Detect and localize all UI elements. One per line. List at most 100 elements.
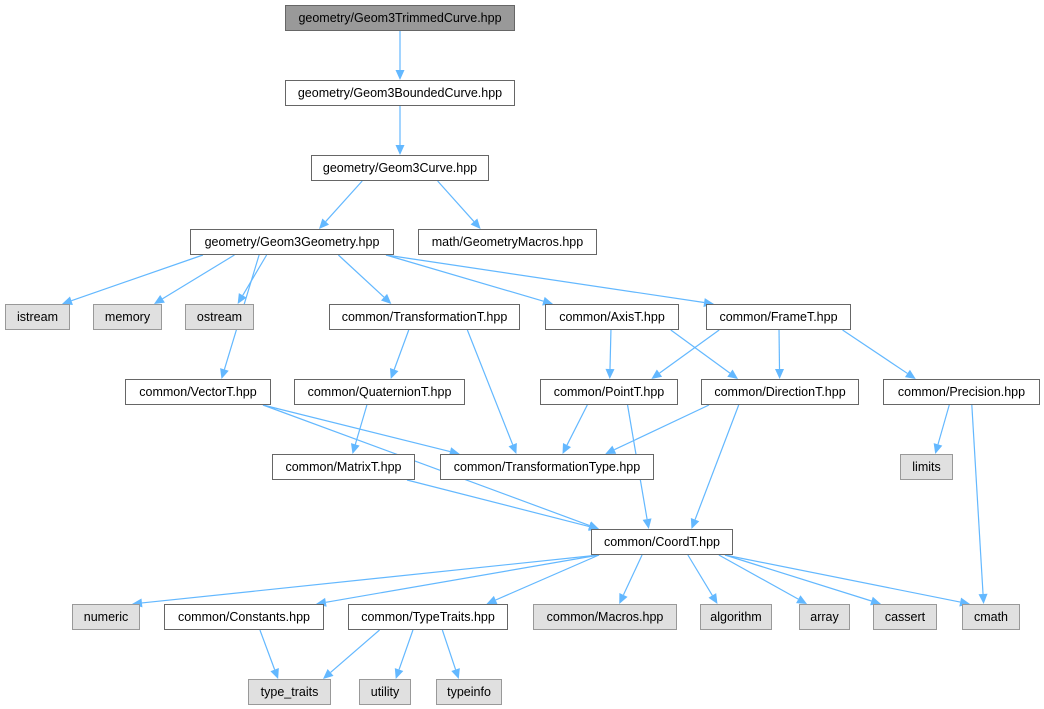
edge-prec-to-limits: [937, 404, 950, 445]
node-dirT[interactable]: common/DirectionT.hpp: [701, 379, 859, 405]
arrowhead-icon: [380, 293, 392, 304]
edge-coordT-to-consts: [325, 554, 600, 603]
node-coordT[interactable]: common/CoordT.hpp: [591, 529, 733, 555]
arrowhead-icon: [775, 368, 785, 379]
edge-transT-to-ttype: [466, 329, 514, 445]
node-numeric: numeric: [72, 604, 140, 630]
arrowhead-icon: [978, 593, 988, 604]
node-matT[interactable]: common/MatrixT.hpp: [272, 454, 415, 480]
node-array: array: [799, 604, 850, 630]
edge-frameT-to-pointT: [659, 329, 720, 374]
arrowhead-icon: [486, 595, 498, 605]
arrowhead-icon: [870, 596, 881, 606]
node-gmacros[interactable]: math/GeometryMacros.hpp: [418, 229, 597, 255]
edge-curve-to-gmacros: [437, 180, 475, 222]
edge-matT-to-coordT: [406, 479, 590, 528]
node-consts[interactable]: common/Constants.hpp: [164, 604, 324, 630]
edge-vectorT-to-coordT: [262, 404, 590, 527]
arrowhead-icon: [395, 70, 405, 80]
edge-coordT-to-algorithm: [687, 554, 713, 596]
edge-consts-to-type_traits: [259, 629, 276, 670]
edge-coordT-to-cmath: [724, 554, 961, 603]
edge-dirT-to-ttype: [614, 404, 710, 451]
arrowhead-icon: [323, 669, 334, 679]
node-utility: utility: [359, 679, 411, 705]
arrowhead-icon: [904, 369, 916, 379]
node-vectorT[interactable]: common/VectorT.hpp: [125, 379, 271, 405]
node-transT[interactable]: common/TransformationT.hpp: [329, 304, 520, 330]
arrowhead-icon: [389, 368, 399, 379]
edge-geometry-to-ostream: [242, 254, 268, 296]
edge-traits-to-utility: [398, 629, 414, 670]
arrowhead-icon: [796, 595, 807, 604]
node-curve[interactable]: geometry/Geom3Curve.hpp: [311, 155, 489, 181]
edge-transT-to-quatT: [393, 329, 410, 370]
edge-axisT-to-dirT: [670, 329, 731, 374]
node-traits[interactable]: common/TypeTraits.hpp: [348, 604, 508, 630]
arrowhead-icon: [270, 668, 279, 679]
node-cmath: cmath: [962, 604, 1020, 630]
edge-coordT-to-array: [718, 554, 799, 600]
edge-traits-to-typeinfo: [441, 629, 457, 670]
arrowhead-icon: [605, 368, 615, 379]
arrowhead-icon: [470, 218, 481, 229]
arrowhead-icon: [933, 443, 943, 454]
node-prec[interactable]: common/Precision.hpp: [883, 379, 1040, 405]
node-limits: limits: [900, 454, 953, 480]
node-ostream: ostream: [185, 304, 254, 330]
node-algorithm: algorithm: [700, 604, 772, 630]
edge-traits-to-type_traits: [330, 629, 380, 673]
arrowhead-icon: [154, 294, 165, 304]
arrowhead-icon: [237, 293, 247, 304]
node-type_traits: type_traits: [248, 679, 331, 705]
node-frameT[interactable]: common/FrameT.hpp: [706, 304, 851, 330]
arrowhead-icon: [605, 445, 617, 454]
edge-quatT-to-matT: [354, 404, 368, 445]
arrowhead-icon: [394, 668, 404, 679]
arrowhead-icon: [448, 447, 460, 456]
edge-coordT-to-cassert: [724, 554, 872, 602]
node-axisT[interactable]: common/AxisT.hpp: [545, 304, 679, 330]
node-cmacros: common/Macros.hpp: [533, 604, 677, 630]
arrowhead-icon: [542, 296, 553, 306]
arrowhead-icon: [690, 518, 700, 529]
edge-geometry-to-transT: [337, 254, 385, 298]
edge-vectorT-to-ttype: [262, 404, 451, 453]
arrowhead-icon: [319, 218, 330, 229]
node-istream: istream: [5, 304, 70, 330]
arrowhead-icon: [588, 522, 599, 531]
edge-geometry-to-axisT: [385, 254, 544, 302]
edge-curve-to-geometry: [325, 180, 363, 222]
arrowhead-icon: [220, 368, 229, 379]
edge-frameT-to-prec: [842, 329, 908, 374]
arrowhead-icon: [62, 296, 73, 305]
arrowhead-icon: [562, 443, 572, 454]
arrowhead-icon: [642, 518, 652, 529]
node-cassert: cassert: [873, 604, 937, 630]
node-typeinfo: typeinfo: [436, 679, 502, 705]
node-trimmed[interactable]: geometry/Geom3TrimmedCurve.hpp: [285, 5, 515, 31]
arrowhead-icon: [651, 369, 663, 379]
edge-pointT-to-ttype: [566, 404, 588, 446]
edge-geometry-to-memory: [162, 254, 235, 300]
arrowhead-icon: [451, 668, 460, 679]
edge-coordT-to-traits: [495, 554, 600, 601]
arrowhead-icon: [727, 369, 738, 379]
node-geometry[interactable]: geometry/Geom3Geometry.hpp: [190, 229, 394, 255]
node-ttype[interactable]: common/TransformationType.hpp: [440, 454, 654, 480]
node-pointT[interactable]: common/PointT.hpp: [540, 379, 678, 405]
arrowhead-icon: [708, 593, 718, 604]
edge-coordT-to-numeric: [141, 554, 600, 604]
arrowhead-icon: [395, 145, 405, 155]
edge-dirT-to-coordT: [694, 404, 740, 520]
edge-axisT-to-pointT: [609, 329, 612, 370]
edge-prec-to-cmath: [971, 404, 984, 595]
node-bounded[interactable]: geometry/Geom3BoundedCurve.hpp: [285, 80, 515, 106]
arrowhead-icon: [619, 593, 628, 604]
node-memory: memory: [93, 304, 162, 330]
arrowhead-icon: [508, 443, 517, 454]
edge-geometry-to-istream: [71, 254, 204, 302]
node-quatT[interactable]: common/QuaternionT.hpp: [294, 379, 465, 405]
